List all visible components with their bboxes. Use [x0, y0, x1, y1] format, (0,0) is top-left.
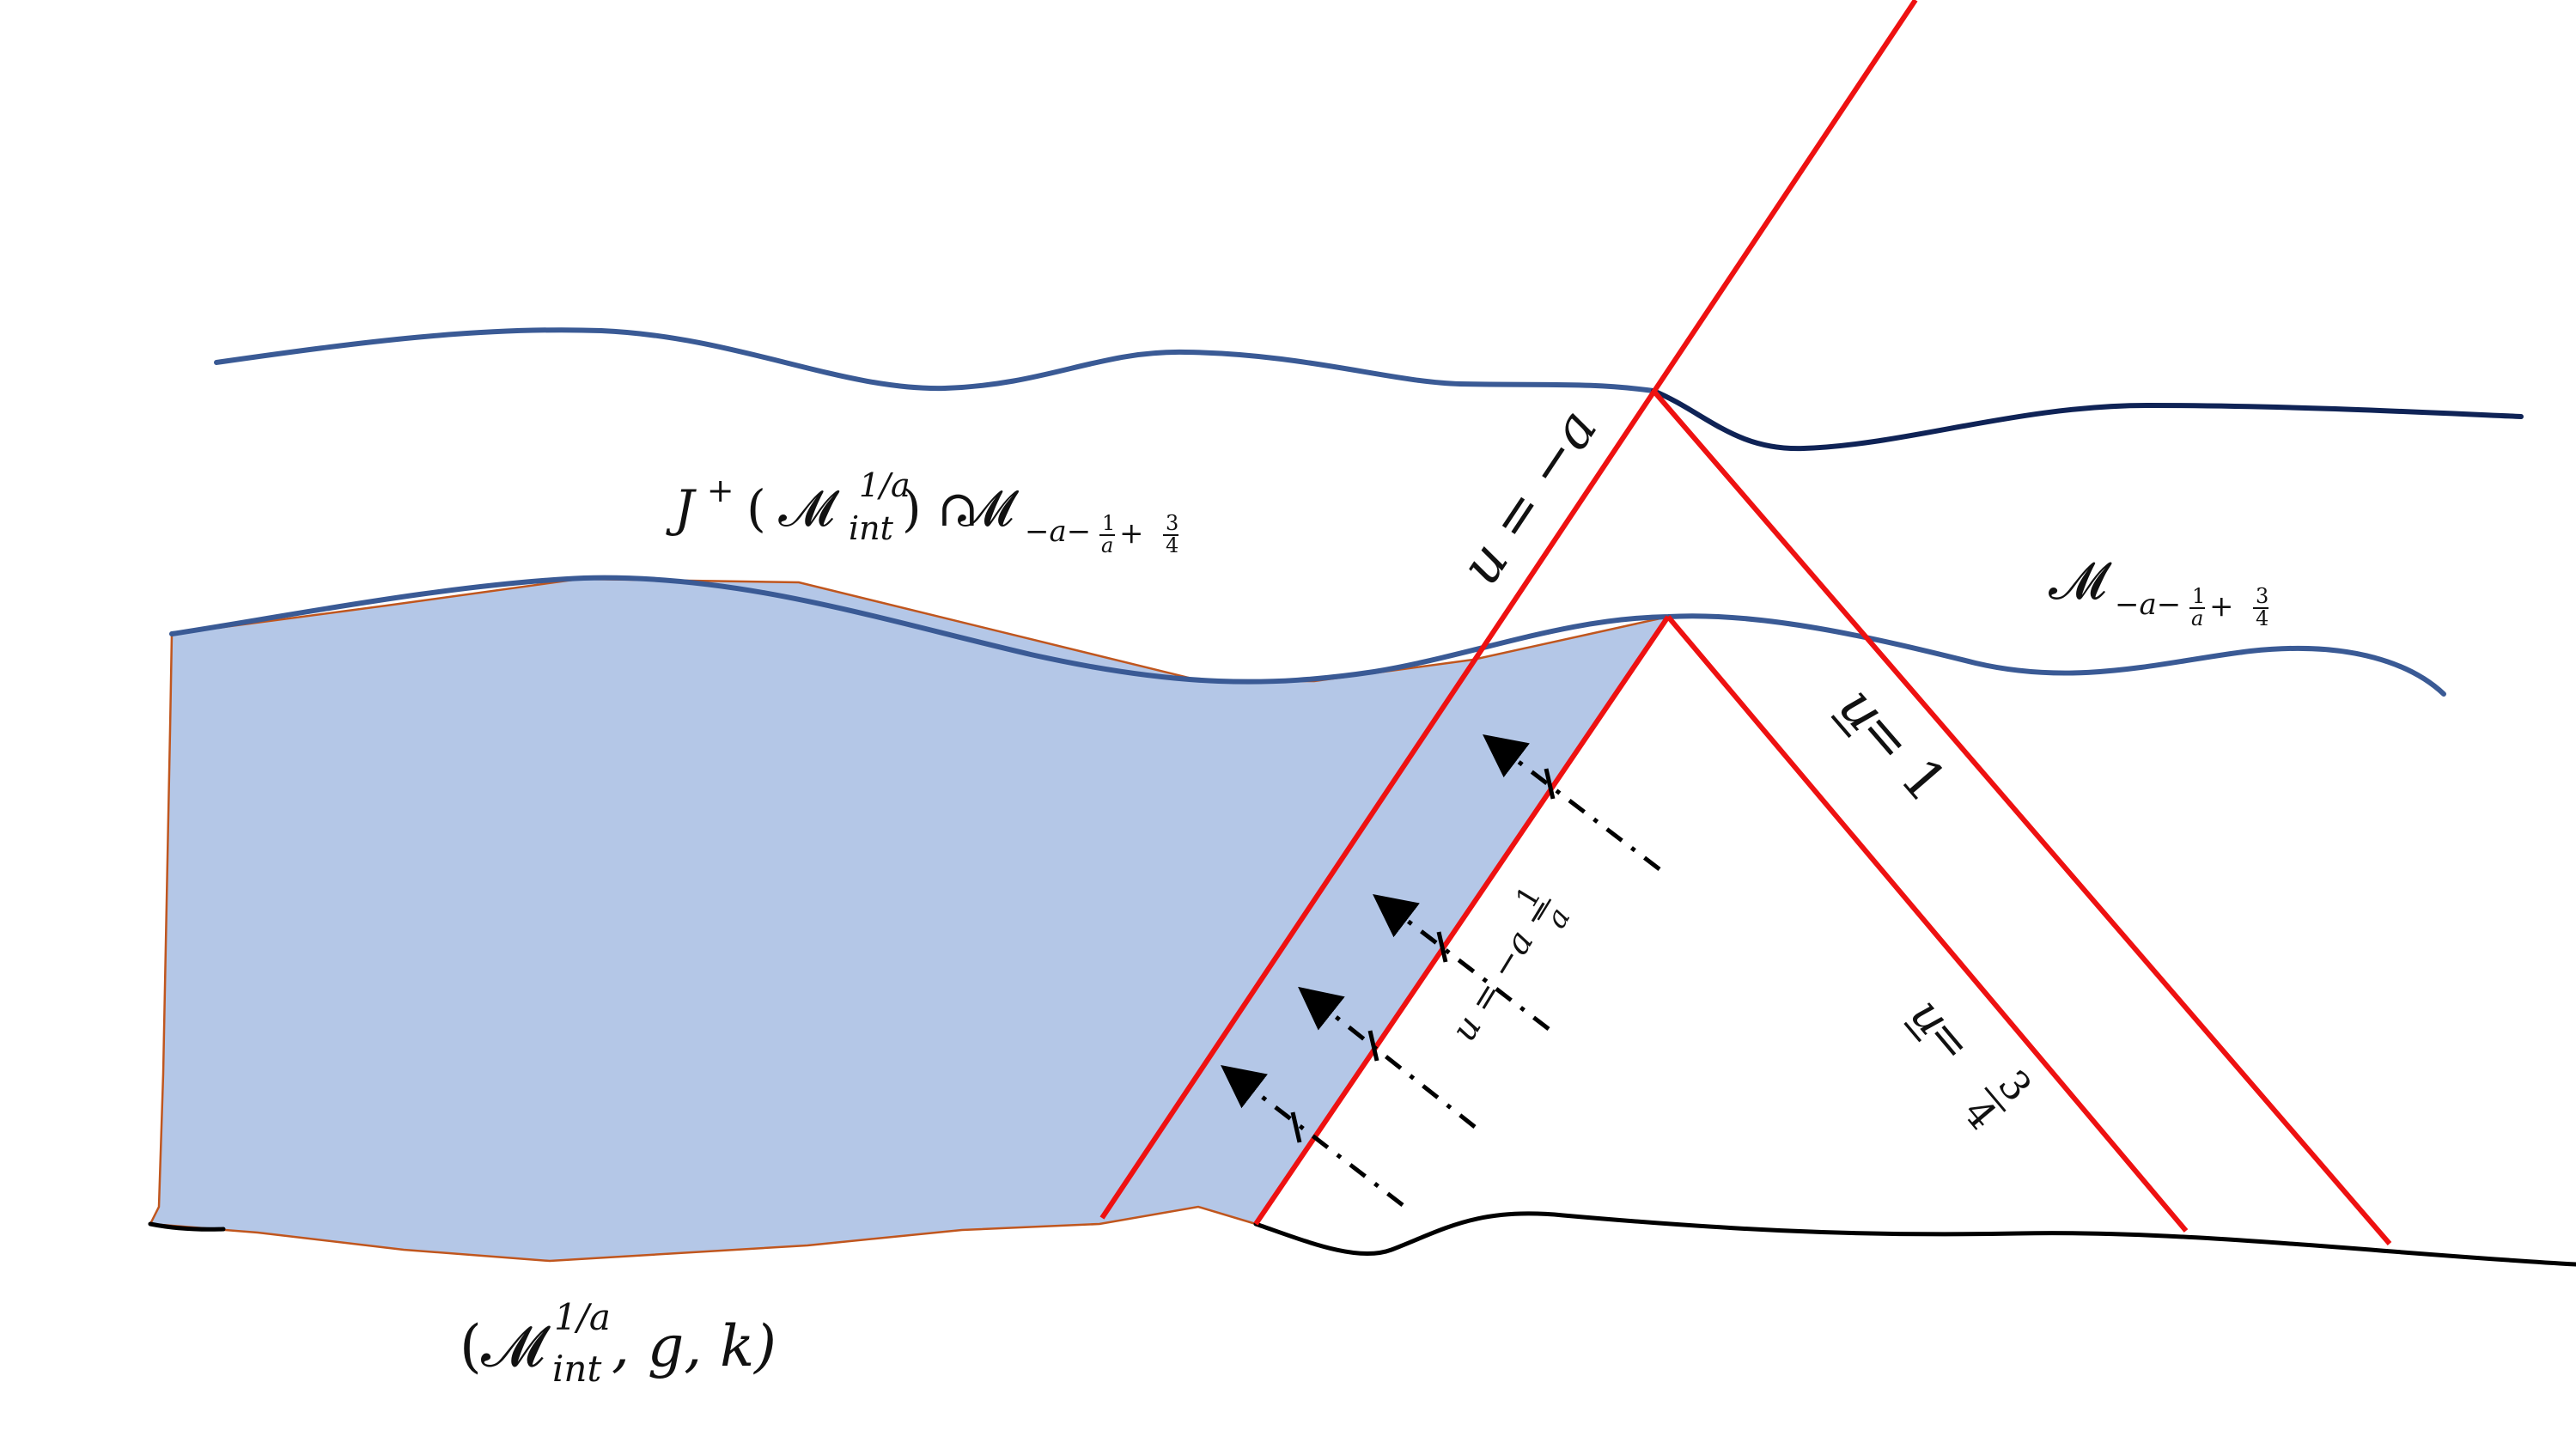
upper-wavy-curve — [214, 327, 1656, 393]
label-level-f2d: 4 — [2256, 606, 2268, 630]
label-init-sub: int — [552, 1348, 601, 1390]
label-init-M: 𝓜 — [481, 1313, 551, 1379]
label-ubar-1: u = 1 — [1826, 675, 1958, 814]
label-open: ( — [746, 479, 766, 538]
label-initial-data: ( 𝓜 1/a int , g, k) — [460, 1296, 776, 1390]
initial-slice-curve — [1253, 1211, 2576, 1267]
label-frac1-num: 1 — [1102, 511, 1115, 535]
label-init-open: ( — [460, 1313, 482, 1379]
flow-arrows — [1221, 734, 1661, 1207]
label-frac2-den: 4 — [1166, 533, 1178, 557]
label-sup-plus: + — [707, 472, 734, 509]
label-ubar-3-over-4: u = 3 4 — [1900, 988, 2041, 1139]
flow-arrow-tick — [1367, 1030, 1379, 1062]
flow-arrow — [1483, 734, 1661, 871]
label-frac1-den: a — [1101, 533, 1113, 557]
line-u-minus-a-minus-1-over-a — [1253, 615, 1671, 1226]
label-plus: + — [1119, 516, 1144, 551]
label-init-rest: , g, k) — [612, 1313, 776, 1379]
label-future-region: J + ( 𝓜 1/a int ) ∩ 𝓜 −a− 1 a + 3 4 — [666, 457, 1178, 557]
svg-text:J + ( 𝓜: J + ( 𝓜 — [666, 457, 840, 538]
label-level-f1d: a — [2191, 606, 2203, 630]
flow-arrow-tick — [1436, 931, 1448, 963]
label-close-cap: ) ∩ — [902, 479, 979, 538]
flow-arrow-tick — [1290, 1111, 1302, 1143]
label-level-f1n: 1 — [2192, 584, 2205, 608]
label-M2: 𝓜 — [958, 479, 1020, 538]
line-u-minus-a — [1099, 0, 1918, 1220]
shaded-future-region — [150, 579, 1668, 1261]
line-ubar-1 — [1651, 389, 2392, 1245]
initial-slice-curve-left — [148, 1221, 226, 1232]
label-sub-level: −a− — [1025, 514, 1091, 549]
upper-wavy-curve-dark-part — [1651, 388, 2524, 452]
label-frac2-num: 3 — [1166, 511, 1178, 535]
label-M: 𝓜 — [778, 479, 840, 538]
flow-arrow-tick — [1544, 768, 1556, 800]
label-level-M: 𝓜 — [2049, 551, 2112, 612]
label-J: J — [666, 479, 697, 538]
line-ubar-3-over-4 — [1666, 615, 2189, 1233]
label-level-set: 𝓜 −a− 1 a + 3 4 — [2049, 551, 2268, 630]
level-set-curve — [169, 575, 2446, 697]
label-level-f2n: 3 — [2256, 584, 2268, 608]
flow-arrow — [1373, 893, 1550, 1031]
label-sup-1a: 1/a — [859, 466, 910, 504]
flow-arrow — [1298, 986, 1477, 1129]
label-init-sup: 1/a — [554, 1296, 611, 1338]
label-level-sub: −a− — [2115, 588, 2181, 622]
flow-arrow — [1221, 1064, 1404, 1207]
label-level-plus: + — [2209, 589, 2234, 624]
label-sub-int: int — [849, 509, 894, 547]
shaded-region-border — [149, 577, 1671, 1263]
